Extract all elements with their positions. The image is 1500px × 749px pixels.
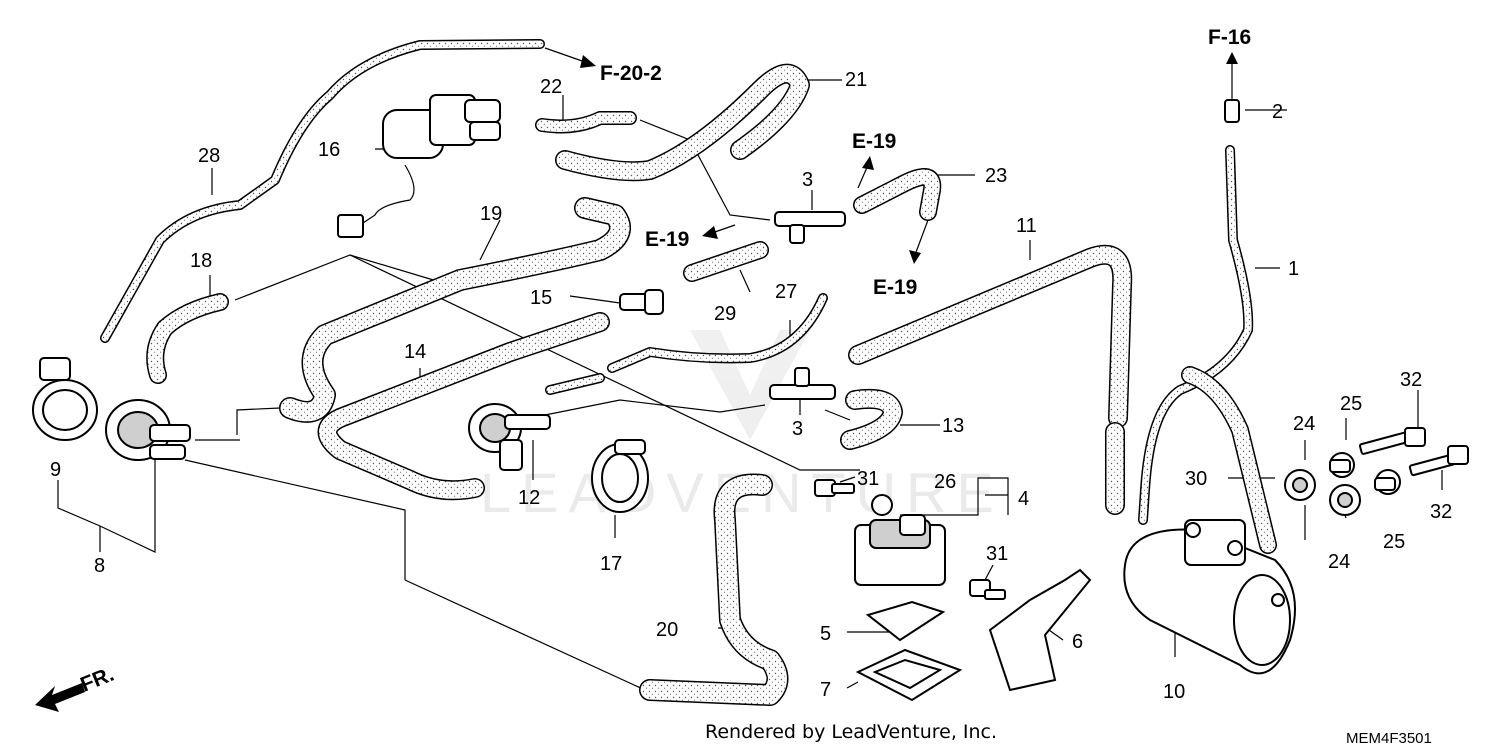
front-direction-arrow-icon: FR. (35, 663, 117, 712)
hose-14 (317, 312, 610, 501)
callout-29: 29 (714, 303, 736, 325)
hose-21 (555, 63, 810, 182)
hose-28 (100, 39, 545, 343)
credit-text: Rendered by LeadVenture, Inc. (705, 721, 997, 743)
bolt-32-top (1359, 427, 1426, 455)
hose-22 (535, 111, 637, 134)
ref-f-16: F-16 (1208, 26, 1251, 49)
hose-1 (1138, 145, 1254, 525)
callout-numbers: 1 2 3 3 4 5 6 7 8 9 10 11 12 13 14 15 16… (50, 69, 1452, 703)
callout-2: 2 (1272, 101, 1283, 123)
callout-1: 1 (1288, 258, 1299, 280)
hose-19 (279, 197, 631, 423)
callout-8: 8 (94, 555, 105, 577)
callout-9: 9 (50, 459, 61, 481)
reference-labels: F-20-2 F-16 E-19 E-19 E-19 (600, 26, 1251, 299)
callout-25-top: 25 (1340, 393, 1362, 415)
callout-13: 13 (942, 415, 964, 437)
joint-15 (619, 289, 664, 315)
ref-f-20-2: F-20-2 (600, 62, 662, 85)
grommet-24-top (1284, 469, 1316, 501)
callout-18: 18 (190, 250, 212, 272)
stay-6 (988, 568, 1092, 692)
callout-20: 20 (656, 619, 678, 641)
callout-22: 22 (540, 76, 562, 98)
callout-26: 26 (934, 471, 956, 493)
callout-16: 16 (318, 139, 340, 161)
callout-6: 6 (1072, 631, 1083, 653)
callout-25-bottom: 25 (1383, 531, 1405, 553)
tee-joint-3-bottom (769, 367, 836, 400)
ref-e-19-right: E-19 (873, 276, 917, 299)
callout-5: 5 (820, 623, 831, 645)
valve-12 (468, 373, 605, 471)
canister-10 (1123, 519, 1296, 675)
bolt-31-bottom (969, 579, 1006, 600)
collar-25-bottom (1374, 469, 1401, 495)
callout-31-bottom: 31 (986, 543, 1008, 565)
bolt-31-top (814, 479, 855, 497)
callout-14: 14 (404, 341, 426, 363)
bolt-32-bottom (1408, 445, 1469, 477)
callout-32-bottom: 32 (1430, 501, 1452, 523)
callout-23: 23 (985, 165, 1007, 187)
callout-11: 11 (1016, 215, 1037, 237)
hose-29 (683, 241, 769, 282)
front-label: FR. (77, 663, 117, 697)
reference-arrows (544, 47, 929, 264)
callout-32-top: 32 (1400, 369, 1422, 391)
rubber-7 (855, 648, 963, 702)
hose-23 (853, 167, 942, 221)
callout-31-top: 31 (857, 468, 879, 490)
purge-control-valve-16 (337, 94, 501, 238)
grommet-26 (871, 494, 893, 516)
separator-4 (854, 514, 946, 586)
callout-4: 4 (1018, 488, 1029, 510)
callout-19: 19 (480, 203, 502, 225)
hose-18 (146, 293, 229, 384)
callout-30: 30 (1185, 468, 1207, 490)
callout-24-top: 24 (1293, 413, 1315, 435)
diagram-code: MEM4F3501 (1346, 730, 1432, 747)
collar-25-top (1329, 452, 1355, 478)
hose-27 (607, 293, 828, 373)
callout-21: 21 (845, 69, 867, 91)
callout-10: 10 (1163, 681, 1185, 703)
callout-17: 17 (600, 553, 622, 575)
pad-5 (865, 600, 946, 642)
grommet-24-bottom (1329, 484, 1361, 516)
callout-3-top: 3 (802, 169, 813, 191)
hose-13 (840, 388, 903, 450)
ref-e-19-top: E-19 (852, 130, 896, 153)
callout-27: 27 (775, 281, 797, 303)
hose-30 (1181, 366, 1277, 554)
callout-7: 7 (820, 679, 831, 701)
hose-11 (848, 244, 1133, 515)
callout-3-bottom: 3 (792, 418, 803, 440)
hose-20 (639, 473, 789, 706)
callout-24-bottom: 24 (1328, 551, 1350, 573)
ref-e-19-left: E-19 (645, 228, 689, 251)
clamp-17 (591, 439, 649, 513)
valve-8 (105, 399, 191, 461)
callout-15: 15 (530, 287, 552, 309)
valve-16-wiring (359, 164, 415, 226)
callout-28: 28 (198, 145, 220, 167)
clamp-9 (32, 357, 98, 441)
callout-12: 12 (518, 487, 540, 509)
tee-joint-3-top (774, 211, 846, 244)
joint-2 (1224, 52, 1240, 123)
